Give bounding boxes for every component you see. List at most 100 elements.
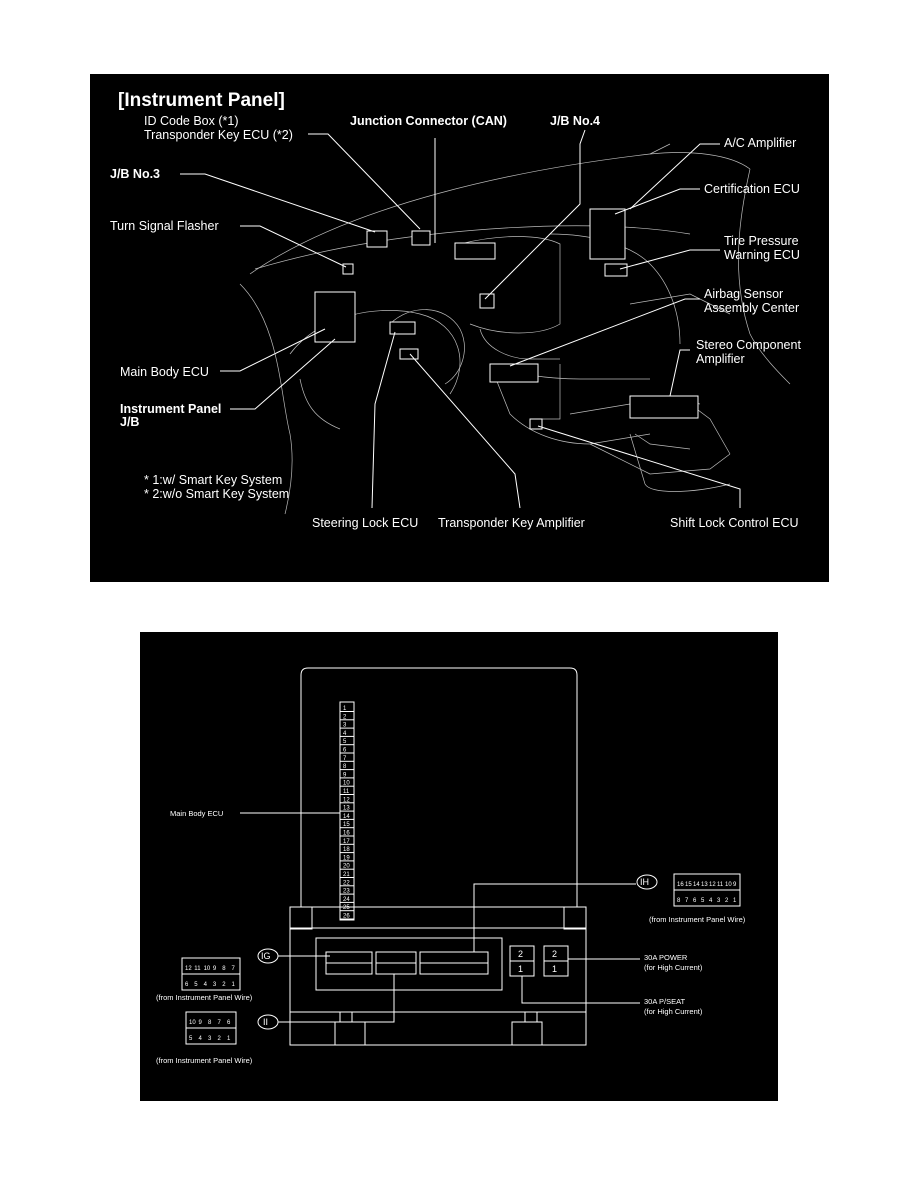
label-stereo-component: Stereo Component	[696, 338, 801, 352]
label-transponder-key-amplifier: Transponder Key Amplifier	[438, 516, 585, 530]
ecu-pin-19: 19	[343, 855, 350, 861]
ii-pin-6: 6	[227, 1020, 231, 1026]
ecu-pin-25: 25	[343, 905, 350, 911]
ig-pin-12: 12	[185, 966, 192, 972]
ih-from-wire-label: (from Instrument Panel Wire)	[649, 915, 746, 924]
ii-pin-10: 10	[189, 1020, 196, 1026]
ih-pin-9: 9	[733, 882, 737, 888]
ii-pin-5: 5	[189, 1036, 193, 1042]
ih-pin-5: 5	[701, 898, 705, 904]
ig-pin-1: 1	[232, 982, 236, 988]
main-body-ecu-pins: 1234567891011121314151617181920212223242…	[340, 706, 354, 920]
ih-pin-6: 6	[693, 898, 697, 904]
ii-pin-1: 1	[227, 1036, 231, 1042]
ecu-pin-1: 1	[343, 706, 347, 712]
ig-from-wire-label: (from Instrument Panel Wire)	[156, 993, 253, 1002]
ecu-pin-4: 4	[343, 731, 347, 737]
ecu-pin-15: 15	[343, 822, 350, 828]
pseat-30a-sub-label: (for High Current)	[644, 1007, 703, 1016]
ii-from-wire-label: (from Instrument Panel Wire)	[156, 1056, 253, 1065]
fuse-pseat-pin-1: 1	[518, 964, 523, 974]
central-connector-block	[315, 937, 503, 991]
ih-pin-12: 12	[709, 882, 716, 888]
steering-lock-ecu-component	[389, 321, 416, 335]
fuse-pseat-pin-2: 2	[518, 949, 523, 959]
note-no-smart-key: * 2:w/o Smart Key System	[144, 487, 289, 501]
leader-lines	[180, 129, 741, 509]
label-jb: J/B	[120, 415, 139, 429]
label-shift-lock-control-ecu: Shift Lock Control ECU	[670, 516, 799, 530]
ecu-pin-6: 6	[343, 748, 347, 754]
id-code-box-component	[411, 230, 431, 246]
ecu-pin-22: 22	[343, 880, 350, 886]
connector-ii-label: II	[263, 1017, 268, 1027]
label-id-code-box: ID Code Box (*1)	[144, 114, 238, 128]
jb-no4-component	[479, 293, 495, 309]
ih-pin-7: 7	[685, 898, 689, 904]
ig-pin-8: 8	[222, 966, 226, 972]
label-jb-no3: J/B No.3	[110, 167, 160, 181]
ecu-pin-14: 14	[343, 814, 350, 820]
ig-pin-2: 2	[222, 982, 226, 988]
ig-pin-9: 9	[213, 966, 217, 972]
fuse-power-pin-1: 1	[552, 964, 557, 974]
label-certification-ecu: Certification ECU	[704, 182, 800, 196]
label-instrument-panel: Instrument Panel	[120, 402, 221, 416]
ecu-pin-23: 23	[343, 889, 350, 895]
ecu-pin-16: 16	[343, 831, 350, 837]
label-airbag-sensor: Airbag Sensor	[704, 287, 783, 301]
ecu-pin-20: 20	[343, 864, 350, 870]
label-transponder-key-ecu: Transponder Key ECU (*2)	[144, 128, 293, 142]
ii-pin-9: 9	[199, 1020, 203, 1026]
ig-pin-7: 7	[232, 966, 236, 972]
label-steering-lock-ecu: Steering Lock ECU	[312, 516, 418, 530]
label-turn-signal-flasher: Turn Signal Flasher	[110, 219, 219, 233]
junction-connector-component	[454, 242, 496, 260]
ih-pin-1: 1	[733, 898, 737, 904]
connector-ih-label: IH	[640, 877, 649, 887]
junction-block-drawing: 1234567891011121314151617181920212223242…	[156, 667, 746, 1065]
ii-pin-7: 7	[218, 1020, 222, 1026]
ecu-pin-24: 24	[343, 897, 350, 903]
fuse-power-pin-2: 2	[552, 949, 557, 959]
ig-pin-6: 6	[185, 982, 189, 988]
airbag-sensor-component	[489, 363, 539, 383]
power-30a-sub-label: (for High Current)	[644, 963, 703, 972]
ih-pin-13: 13	[701, 882, 708, 888]
ih-pin-15: 15	[685, 882, 692, 888]
ih-pin-14: 14	[693, 882, 700, 888]
central-connector-sockets	[325, 951, 489, 975]
ii-pin-8: 8	[208, 1020, 212, 1026]
ecu-pin-13: 13	[343, 806, 350, 812]
ig-pin-4: 4	[204, 982, 208, 988]
label-warning-ecu: Warning ECU	[724, 248, 800, 262]
power-30a-label: 30A POWER	[644, 953, 688, 962]
ii-pin-3: 3	[208, 1036, 212, 1042]
ih-pin-4: 4	[709, 898, 713, 904]
transponder-key-amp-component	[399, 348, 419, 360]
instrument-panel-jb-component	[314, 291, 356, 343]
instrument-panel-drawing: [Instrument Panel] ID Code Box (*1) Tran…	[110, 90, 801, 530]
tire-pressure-ecu-component	[604, 263, 628, 277]
ih-pin-16: 16	[677, 882, 684, 888]
ig-pin-11: 11	[194, 966, 201, 972]
ecu-pin-7: 7	[343, 756, 347, 762]
ii-pin-2: 2	[218, 1036, 222, 1042]
ecu-pin-12: 12	[343, 797, 350, 803]
ih-pin-2: 2	[725, 898, 729, 904]
ecu-pin-9: 9	[343, 772, 347, 778]
ig-pin-3: 3	[213, 982, 217, 988]
note-smart-key: * 1:w/ Smart Key System	[144, 473, 282, 487]
label-ac-amplifier: A/C Amplifier	[724, 136, 796, 150]
turn-signal-flasher-component	[342, 263, 354, 275]
ih-pin-3: 3	[717, 898, 721, 904]
label-junction-connector: Junction Connector (CAN)	[350, 114, 507, 128]
label-assembly-center: Assembly Center	[704, 301, 799, 315]
ih-pin-10: 10	[725, 882, 732, 888]
fuse-p-seat: 2 1	[509, 945, 535, 977]
ig-pin-5: 5	[194, 982, 198, 988]
